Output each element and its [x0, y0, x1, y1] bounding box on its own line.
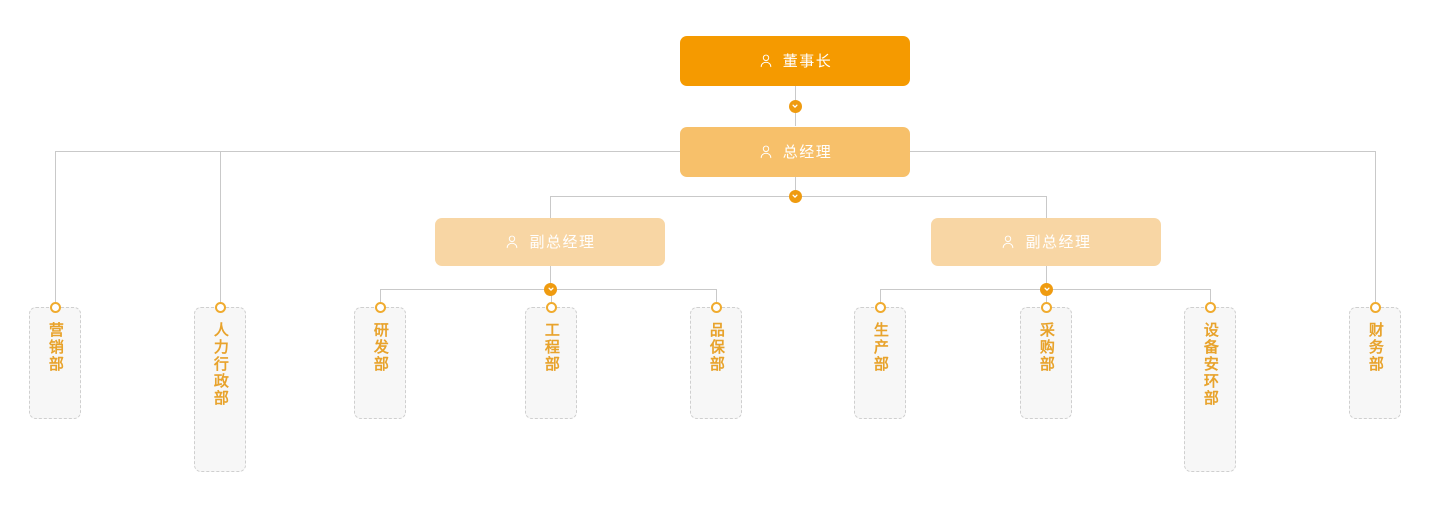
connector-drop-production — [880, 289, 881, 307]
connector-bus-gm-top-right — [910, 151, 1375, 152]
anchor-circle-rd[interactable] — [374, 301, 386, 313]
connector-drop-procurement — [1046, 289, 1047, 307]
node-department-finance[interactable]: 财务部 — [1349, 307, 1401, 419]
node-department-production-label: 生产部 — [871, 322, 889, 373]
anchor-circle-production[interactable] — [874, 301, 886, 313]
anchor-circle-quality[interactable] — [710, 301, 722, 313]
node-chairman[interactable]: 董事长 — [680, 36, 910, 86]
node-department-equipment-safety-label: 设备安环部 — [1201, 322, 1219, 407]
connector-vpright-to-bus — [1046, 266, 1047, 289]
node-department-quality[interactable]: 品保部 — [690, 307, 742, 419]
node-general-manager[interactable]: 总经理 — [680, 127, 910, 177]
node-vice-gm-left-label: 副总经理 — [529, 233, 596, 251]
anchor-circle-hr-admin[interactable] — [214, 301, 226, 313]
node-department-procurement-label: 采购部 — [1037, 322, 1055, 373]
anchor-circle-marketing[interactable] — [49, 301, 61, 313]
connector-drop-engineering — [551, 289, 552, 307]
user-icon — [504, 234, 520, 250]
node-department-quality-label: 品保部 — [707, 322, 725, 373]
anchor-circle-procurement[interactable] — [1040, 301, 1052, 313]
connector-drop-marketing — [55, 151, 56, 307]
chevron-down-icon — [1043, 287, 1050, 291]
node-department-hr-admin[interactable]: 人力行政部 — [194, 307, 246, 472]
node-department-rd-label: 研发部 — [371, 322, 389, 373]
connector-drop-quality — [716, 289, 717, 307]
user-icon — [758, 144, 774, 160]
connector-drop-rd — [380, 289, 381, 307]
collapse-toggle-vp-left[interactable] — [544, 282, 557, 296]
node-chairman-label: 董事长 — [782, 52, 833, 70]
node-general-manager-label: 总经理 — [782, 143, 833, 161]
connector-vpleft-to-bus — [550, 266, 551, 289]
collapse-toggle-chairman[interactable] — [788, 99, 802, 113]
anchor-circle-finance[interactable] — [1369, 301, 1381, 313]
node-department-finance-label: 财务部 — [1366, 322, 1384, 373]
connector-bus-vp-drop-left — [550, 196, 551, 218]
node-department-procurement[interactable]: 采购部 — [1020, 307, 1072, 419]
chevron-down-icon — [792, 194, 798, 198]
anchor-circle-engineering[interactable] — [545, 301, 557, 313]
node-department-production[interactable]: 生产部 — [854, 307, 906, 419]
chevron-down-icon — [547, 287, 554, 291]
collapse-toggle-gm[interactable] — [788, 189, 802, 203]
node-department-marketing[interactable]: 营销部 — [29, 307, 81, 419]
connector-bus-vp-drop-right — [1046, 196, 1047, 218]
connector-drop-finance — [1375, 151, 1376, 307]
connector-drop-equipment — [1210, 289, 1211, 307]
node-department-rd[interactable]: 研发部 — [354, 307, 406, 419]
node-department-engineering-label: 工程部 — [542, 322, 560, 373]
node-department-engineering[interactable]: 工程部 — [525, 307, 577, 419]
anchor-circle-equipment-safety[interactable] — [1204, 301, 1216, 313]
connector-drop-hr-admin — [220, 151, 221, 307]
connector-gm-to-vp-bus — [795, 177, 796, 197]
node-vice-gm-right-label: 副总经理 — [1025, 233, 1092, 251]
node-department-hr-admin-label: 人力行政部 — [211, 322, 229, 407]
chevron-down-icon — [792, 104, 798, 108]
connector-bus-gm-top-left — [55, 151, 680, 152]
node-vice-gm-right[interactable]: 副总经理 — [931, 218, 1161, 266]
user-icon — [1000, 234, 1016, 250]
node-department-equipment-safety[interactable]: 设备安环部 — [1184, 307, 1236, 472]
node-vice-gm-left[interactable]: 副总经理 — [435, 218, 665, 266]
user-icon — [758, 53, 774, 69]
node-department-marketing-label: 营销部 — [46, 322, 64, 373]
collapse-toggle-vp-right[interactable] — [1040, 282, 1053, 296]
